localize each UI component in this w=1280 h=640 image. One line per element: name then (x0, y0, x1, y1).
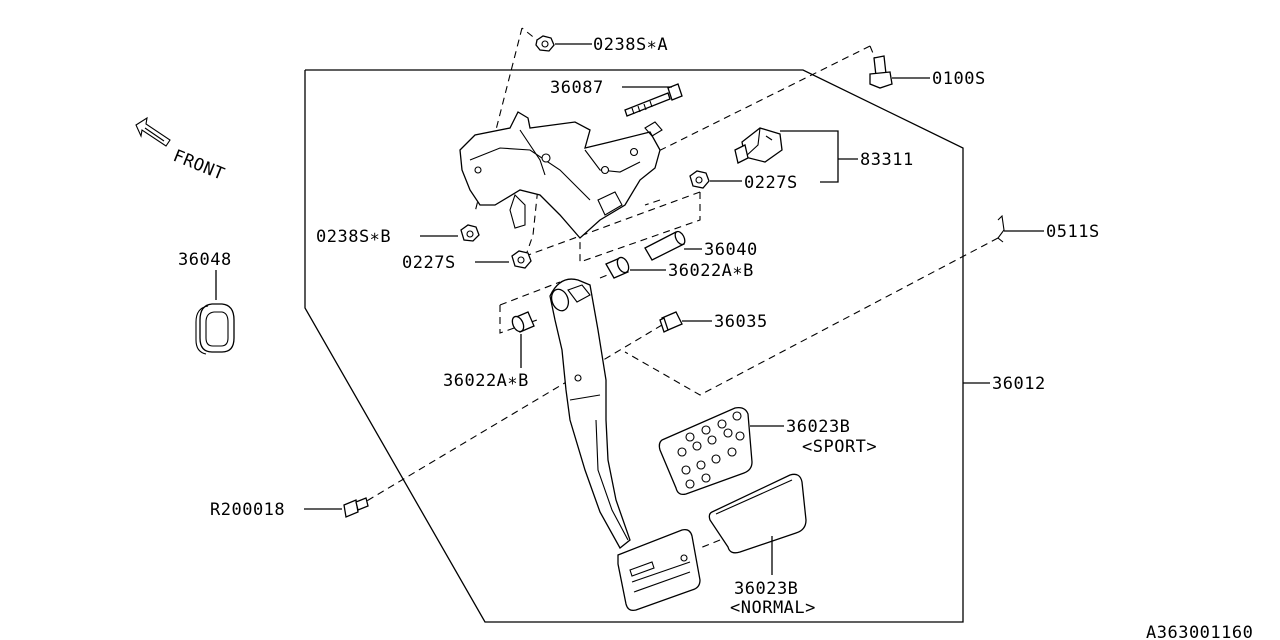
label-83311: 83311 (860, 150, 914, 170)
label-0238S-A: 0238S∗A (593, 35, 668, 55)
pedal-pad-installed (617, 528, 701, 612)
label-36023B-normal: 36023B (734, 579, 798, 599)
bushing-36022A-B-upper-icon (605, 256, 630, 279)
diagram-id: A363001160 (1146, 623, 1253, 640)
nut-0238S-B-icon (460, 224, 480, 242)
bushing-36022A-B-lower-icon (511, 311, 535, 333)
pedal-pad-sport-icon (658, 406, 753, 496)
nut-0238S-A-icon (535, 35, 555, 52)
assembly-boundary (304, 69, 990, 623)
bushing-36035-icon (659, 311, 683, 333)
grommet-36048-icon (195, 303, 235, 355)
label-36012: 36012 (992, 374, 1046, 394)
label-0100S: 0100S (932, 69, 986, 89)
label-R200018: R200018 (210, 500, 285, 520)
bolt-36087-icon (624, 83, 683, 117)
pedal-bracket (459, 111, 663, 239)
label-0511S: 0511S (1046, 222, 1100, 242)
sleeve-36040-icon (644, 230, 686, 261)
label-36048: 36048 (178, 250, 232, 270)
label-36023B-sport: 36023B (786, 417, 850, 437)
label-sport-note: <SPORT> (802, 437, 877, 457)
nut-0227S-upper-icon (689, 170, 710, 189)
label-0238S-B: 0238S∗B (316, 227, 391, 247)
pedal-pad-normal-icon (708, 473, 807, 554)
switch-83311-icon (734, 127, 783, 164)
label-36040: 36040 (704, 240, 758, 260)
clip-0511S-icon (997, 214, 1005, 243)
front-arrow-icon (135, 116, 171, 147)
label-36087: 36087 (550, 78, 604, 98)
nut-0227S-lower-icon (511, 250, 532, 269)
front-label: FRONT (170, 146, 227, 185)
label-36022A-B-upper: 36022A∗B (668, 261, 754, 281)
brake-pedal-arm (549, 278, 631, 549)
pin-R200018-icon (343, 497, 369, 518)
label-36035: 36035 (714, 312, 768, 332)
label-0227S-lower: 0227S (402, 253, 456, 273)
leader-83311 (780, 130, 839, 183)
bolt-0100S-icon (869, 55, 893, 89)
label-36022A-B-lower: 36022A∗B (443, 371, 529, 391)
label-0227S-upper: 0227S (744, 173, 798, 193)
label-normal-note: <NORMAL> (730, 598, 816, 618)
